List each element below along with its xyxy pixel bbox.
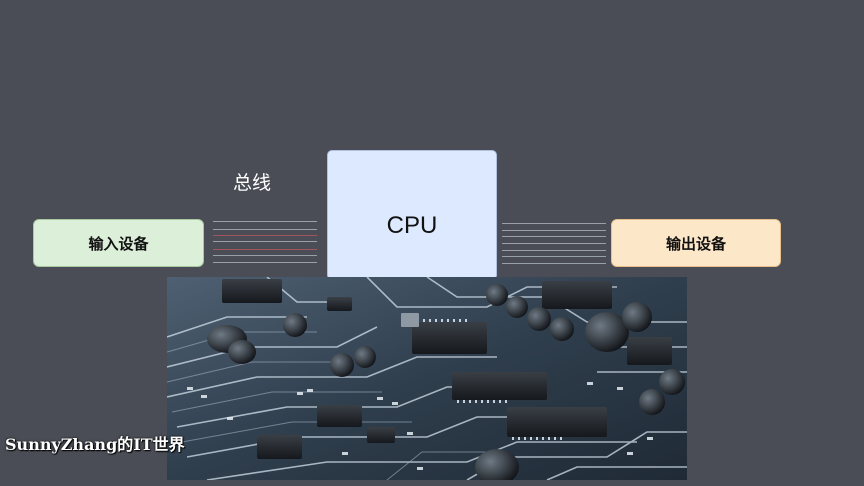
cpu-box: CPU (327, 150, 497, 280)
output-device-label: 输出设备 (665, 234, 726, 253)
input-device-label: 输入设备 (88, 234, 149, 253)
bus-label: 总线 (233, 172, 272, 194)
cpu-label: CPU (386, 212, 438, 239)
bus-lines-right (502, 221, 606, 265)
circuit-board-image (167, 277, 687, 480)
input-device-box: 输入设备 (33, 219, 204, 267)
output-device-box: 输出设备 (611, 219, 781, 267)
bus-lines-left (213, 221, 317, 265)
watermark-text: SunnyZhang的IT世界 (5, 435, 185, 454)
circuit-board-illustration (167, 277, 687, 480)
